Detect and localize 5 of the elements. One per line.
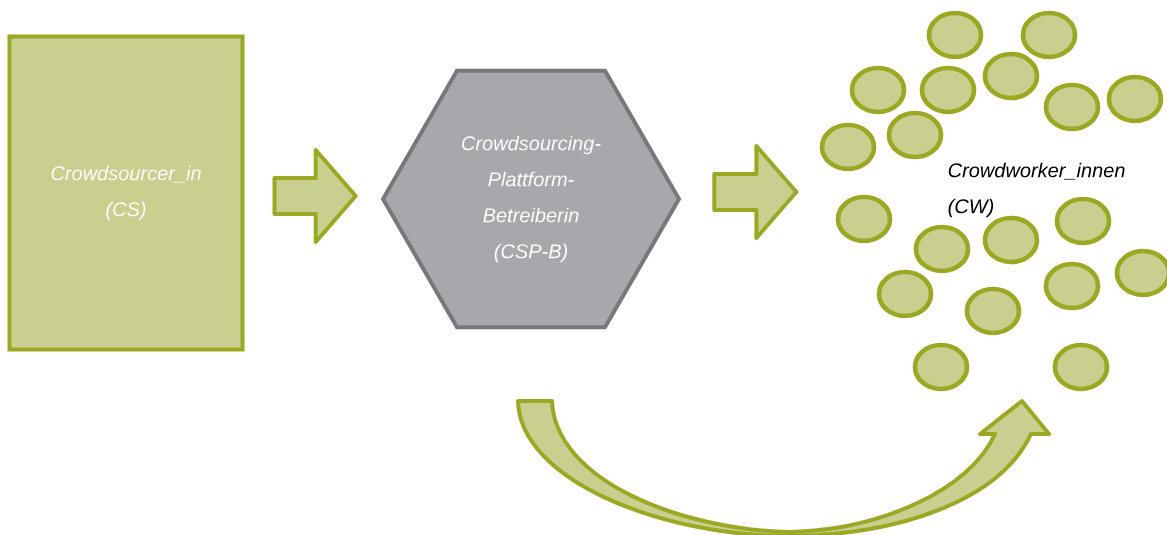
block-arrow	[712, 144, 799, 240]
crowd-label: Crowdworker_innen (CW)	[948, 162, 1125, 218]
block-arrow	[272, 148, 358, 244]
block-arrow	[516, 399, 1051, 535]
person-box: Crowdsourcer_in (CS)	[7, 34, 245, 352]
